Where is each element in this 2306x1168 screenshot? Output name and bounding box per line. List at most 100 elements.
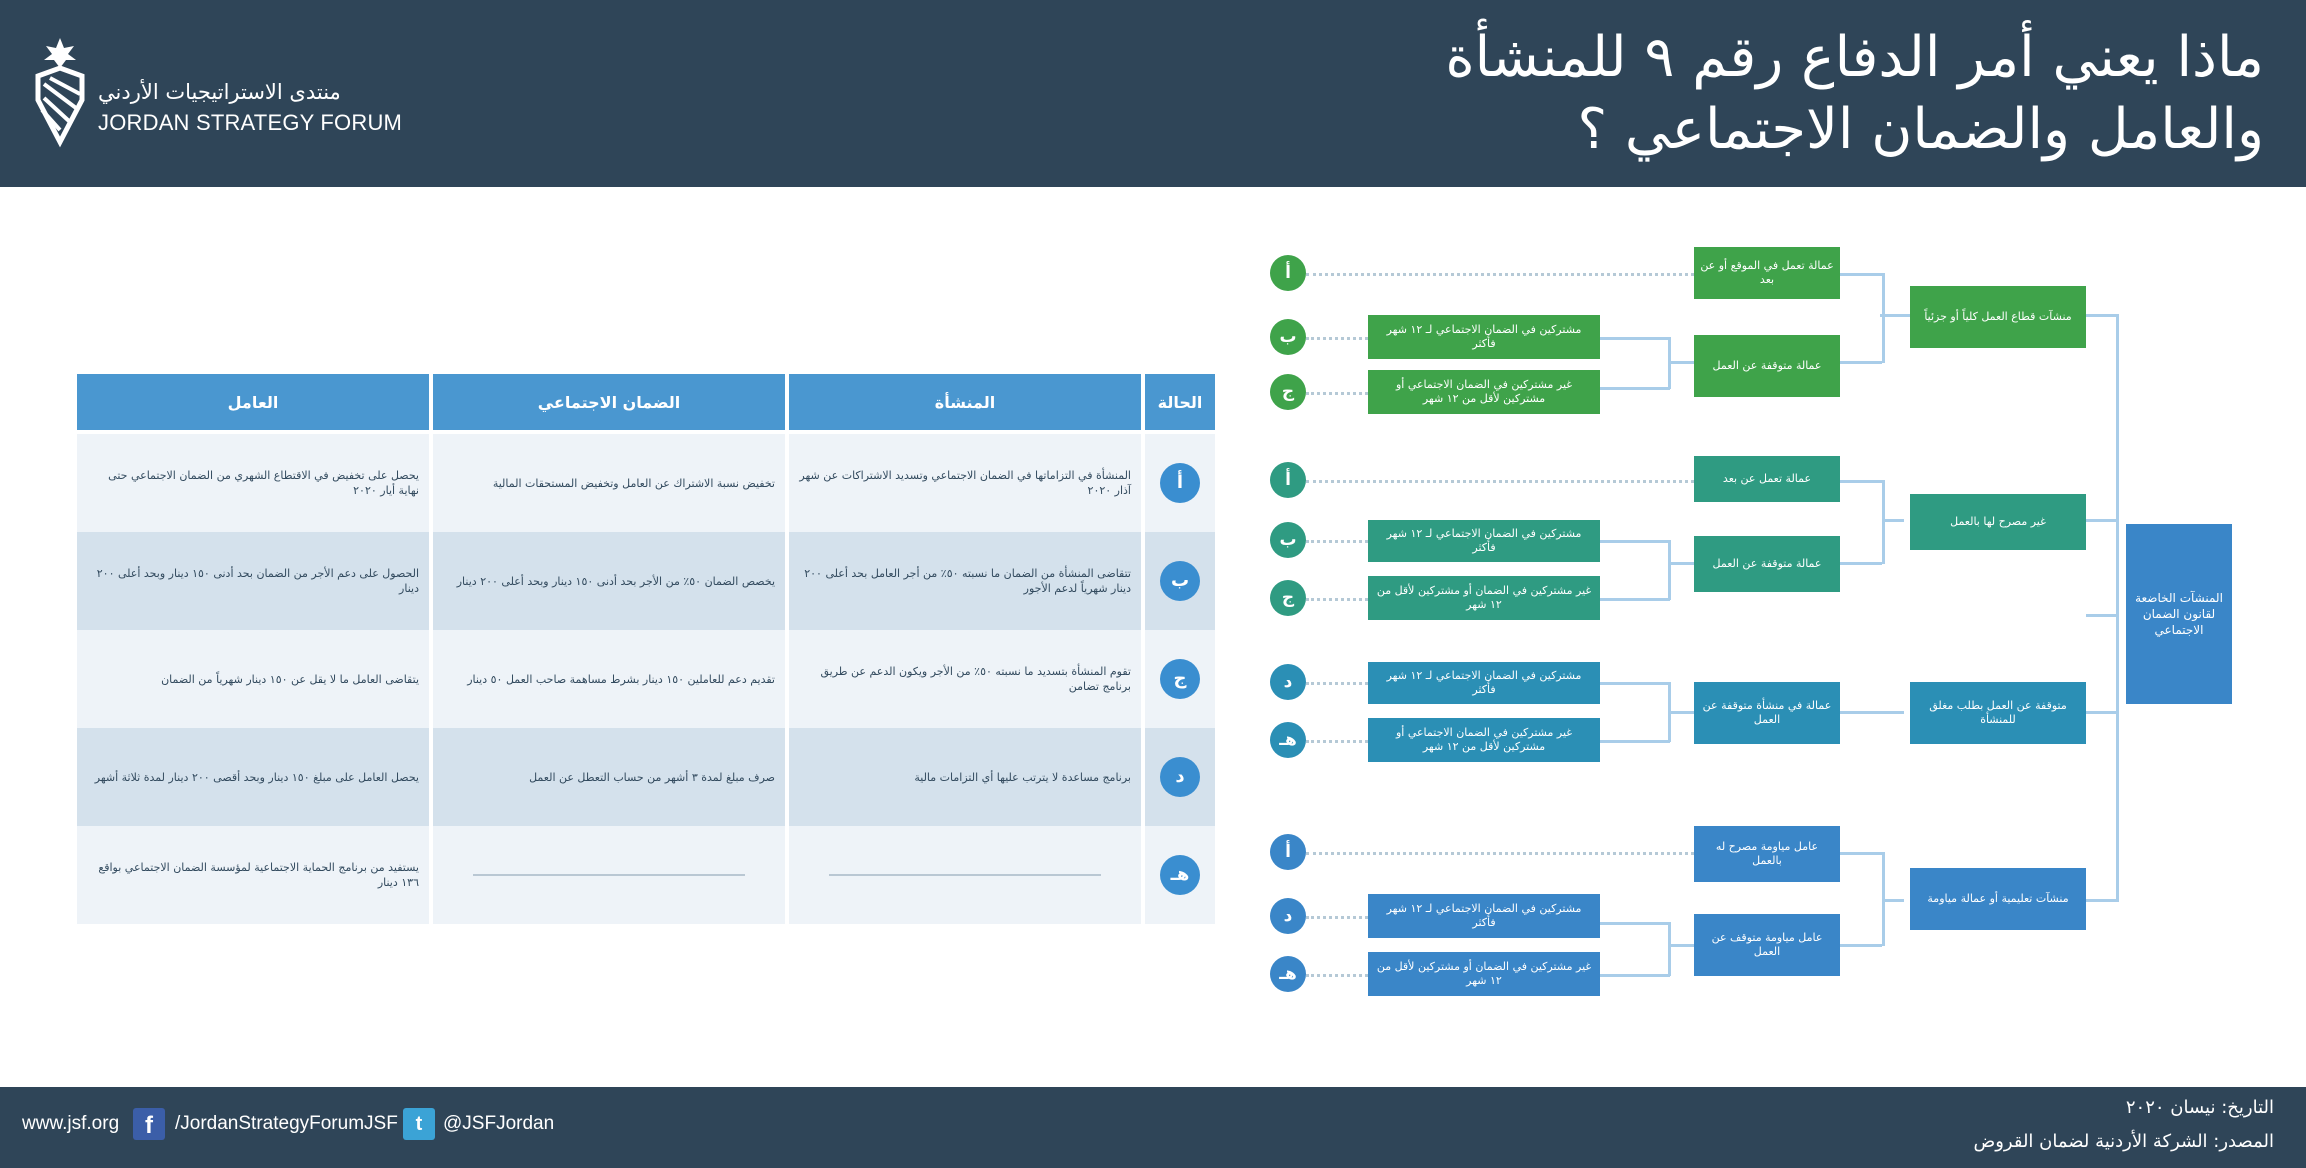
page-title: ماذا يعني أمر الدفاع رقم ٩ للمنشأة والعا… [1264,22,2264,166]
status-badge: أ [1160,463,1200,503]
cell-social-security: تقديم دعم للعاملين ١٥٠ دينار بشرط مساهمة… [433,630,785,728]
twitter-icon[interactable]: t [403,1108,435,1140]
sub-box: مشتركين في الضمان الاجتماعي لـ ١٢ شهر فأ… [1368,662,1600,704]
flow-diagram: المنشآت الخاضعة لقانون الضمان الاجتماعي … [1270,222,2270,1012]
cell-social-security: يخصص الضمان ٥٠٪ من الأجر بحد أدنى ١٥٠ دي… [433,532,785,630]
connector-line [1668,540,1671,600]
connector-line [1840,944,1882,947]
dotted-connector [1306,392,1368,395]
branch-box: عامل مياومة مصرح له بالعمل [1694,826,1840,882]
status-node: أ [1270,255,1306,291]
status-node: هـ [1270,956,1306,992]
cell-social-security: صرف مبلغ لمدة ٣ أشهر من حساب التعطل عن ا… [433,728,785,826]
sub-box: غير مشتركين في الضمان أو مشتركين لأقل من… [1368,952,1600,996]
cell-establishment [789,826,1141,924]
branch-box: عامل مياومة متوقف عن العمل [1694,914,1840,976]
connector-line [1600,387,1670,390]
table-row: ب تتقاضى المنشأة من الضمان ما نسبته ٥٠٪ … [77,532,1215,630]
connector-line [1600,740,1670,743]
branch-box: عمالة متوقفة عن العمل [1694,536,1840,592]
connector-line [1600,922,1670,925]
header-status: الحالة [1145,374,1215,434]
connector-line [1840,711,1904,714]
jsf-logo-icon [35,38,85,148]
connector-line [1668,922,1671,976]
empty-dash [473,874,745,876]
sub-box: غير مشتركين في الضمان الاجتماعي أو مشترك… [1368,370,1600,414]
status-node: د [1270,664,1306,700]
cell-establishment: المنشأة في التزاماتها في الضمان الاجتماع… [789,434,1141,532]
connector-line [2086,711,2119,714]
connector-line [1600,682,1670,685]
branch-box: عمالة تعمل في الموقع أو عن بعد [1694,247,1840,299]
cell-worker: يحصل على تخفيض في الاقتطاع الشهري من الض… [77,434,429,532]
table-row: د برنامج مساعدة لا يترتب عليها أي التزام… [77,728,1215,826]
dotted-connector [1306,598,1368,601]
connector-line [1670,711,1694,714]
group-box: غير مصرح لها بالعمل [1910,494,2086,550]
status-node: أ [1270,462,1306,498]
connector-line [2086,519,2119,522]
branch-box: عمالة تعمل عن بعد [1694,456,1840,502]
logo-arabic-text: منتدى الاستراتيجيات الأردني [98,80,341,104]
sub-box: غير مشتركين في الضمان الاجتماعي أو مشترك… [1368,718,1600,762]
status-node: ب [1270,522,1306,558]
dotted-connector [1306,852,1736,855]
branch-box: عمالة متوقفة عن العمل [1694,335,1840,397]
cell-worker: يتقاضى العامل ما لا يقل عن ١٥٠ دينار شهر… [77,630,429,728]
cell-establishment: تتقاضى المنشأة من الضمان ما نسبته ٥٠٪ من… [789,532,1141,630]
connector-line [1600,974,1670,977]
cell-social-security [433,826,785,924]
source-text: المصدر: الشركة الأردنية لضمان القروض [1973,1131,2274,1152]
connector-line [1882,899,1904,902]
status-node: هـ [1270,722,1306,758]
group-box: منشآت قطاع العمل كلياً أو جزئياً [1910,286,2086,348]
connector-line [1882,273,1885,363]
header-social-security: الضمان الاجتماعي [433,374,785,434]
header-bar: منتدى الاستراتيجيات الأردني JORDAN STRAT… [0,0,2306,187]
dotted-connector [1306,974,1368,977]
empty-dash [829,874,1101,876]
dotted-connector [1306,480,1736,483]
sub-box: مشتركين في الضمان الاجتماعي لـ ١٢ شهر فأ… [1368,520,1600,562]
status-node: ب [1270,319,1306,355]
connector-line [1670,562,1694,565]
cell-establishment: تقوم المنشأة بتسديد ما نسبته ٥٠٪ من الأج… [789,630,1141,728]
sub-box: غير مشتركين في الضمان أو مشتركين لأقل من… [1368,576,1600,620]
sub-box: مشتركين في الضمان الاجتماعي لـ ١٢ شهر فأ… [1368,894,1600,938]
website-link[interactable]: www.jsf.org [22,1113,120,1134]
connector-line [1840,852,1882,855]
connector-line [2086,614,2119,617]
cases-table: الحالة المنشأة الضمان الاجتماعي العامل أ… [73,374,1219,924]
facebook-link[interactable]: /JordanStrategyForumJSF [175,1113,398,1134]
connector-line [1840,480,1882,483]
status-badge: ب [1160,561,1200,601]
branch-box: عمالة في منشأة متوقفة عن العمل [1694,682,1840,744]
connector-line [1882,519,1904,522]
status-node: ج [1270,374,1306,410]
main-box: المنشآت الخاضعة لقانون الضمان الاجتماعي [2126,524,2232,704]
facebook-icon[interactable]: f [133,1108,165,1140]
connector-line [1600,598,1670,601]
title-line-1: ماذا يعني أمر الدفاع رقم ٩ للمنشأة [1445,25,2264,90]
title-line-2: والعامل والضمان الاجتماعي ؟ [1577,97,2264,162]
status-node: أ [1270,834,1306,870]
group-box: متوقفة عن العمل بطلب مغلق للمنشأة [1910,682,2086,744]
connector-line [1840,361,1882,364]
dotted-connector [1306,916,1368,919]
cell-worker: الحصول على دعم الأجر من الضمان بحد أدنى … [77,532,429,630]
twitter-link[interactable]: @JSFJordan [443,1113,555,1134]
status-badge: د [1160,757,1200,797]
group-box: منشآت تعليمية أو عمالة مياومة [1910,868,2086,930]
status-badge: ج [1160,659,1200,699]
status-node: ج [1270,580,1306,616]
connector-line [1668,682,1671,742]
dotted-connector [1306,337,1368,340]
status-node: د [1270,898,1306,934]
connector-line [1882,480,1885,564]
table-row: ج تقوم المنشأة بتسديد ما نسبته ٥٠٪ من ال… [77,630,1215,728]
cell-establishment: برنامج مساعدة لا يترتب عليها أي التزامات… [789,728,1141,826]
table-header-row: الحالة المنشأة الضمان الاجتماعي العامل [77,374,1215,434]
connector-line [1840,562,1882,565]
connector-line [1668,337,1671,389]
